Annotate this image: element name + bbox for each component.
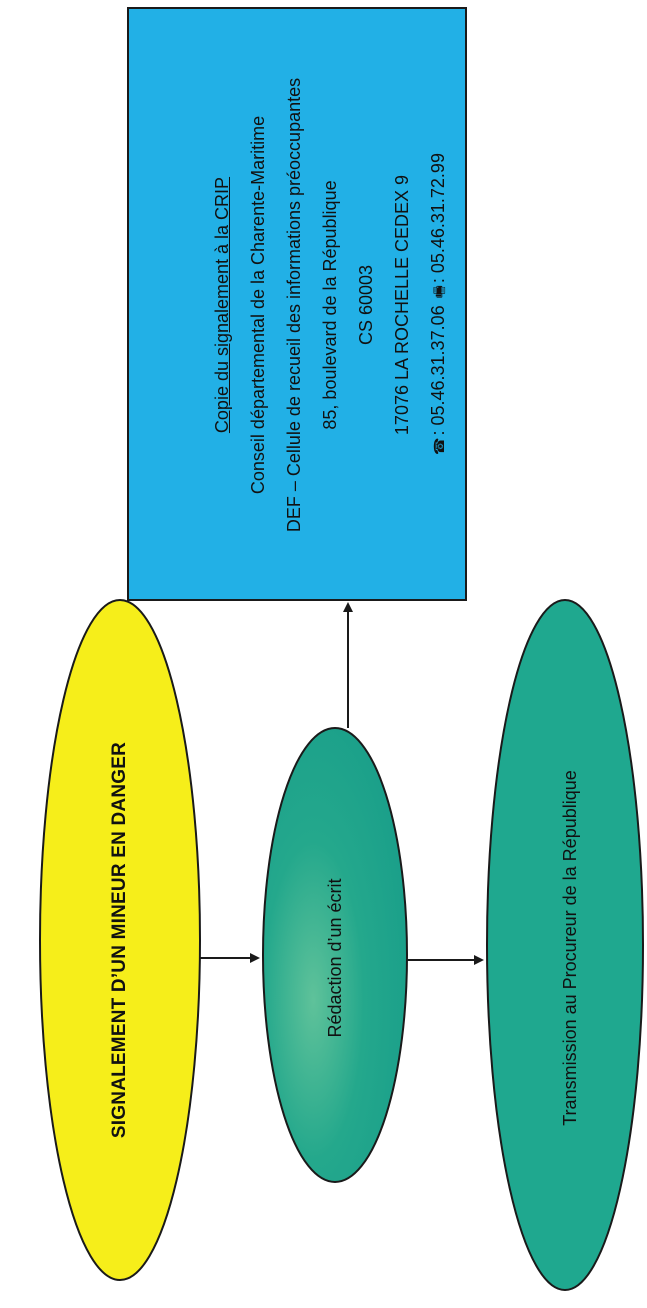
crip-line-city: 17076 LA ROCHELLE CEDEX 9 [392, 174, 412, 436]
crip-line-def: DEF – Cellule de recueil des information… [284, 77, 304, 533]
signalement-label: SIGNALEMENT D’UN MINEUR EN DANGER [109, 741, 130, 1139]
signalement-ellipse [39, 599, 201, 1281]
crip-phone: : 05.46.31.37.06 [428, 305, 448, 436]
crip-line-address: 85, boulevard de la République [320, 180, 340, 430]
redaction-label: Rédaction d’un écrit [325, 878, 345, 1038]
crip-line-contact: ☎: 05.46.31.37.06 🖷: 05.46.31.72.99 [420, 5, 457, 605]
phone-icon: ☎ [431, 437, 447, 455]
crip-text-block: Copie du signalement à la CRIP Conseil d… [204, 5, 448, 605]
crip-box [127, 7, 467, 601]
transmission-label: Transmission au Procureur de la Républiq… [560, 770, 580, 1126]
redaction-ellipse [262, 727, 408, 1183]
crip-fax: : 05.46.31.72.99 [428, 153, 448, 284]
crip-line-council: Conseil départemental de la Charente-Mar… [248, 115, 268, 495]
fax-icon: 🖷 [431, 285, 447, 299]
crip-title: Copie du signalement à la CRIP [212, 176, 232, 434]
crip-line-cs: CS 60003 [356, 264, 376, 346]
transmission-ellipse [486, 599, 644, 1291]
